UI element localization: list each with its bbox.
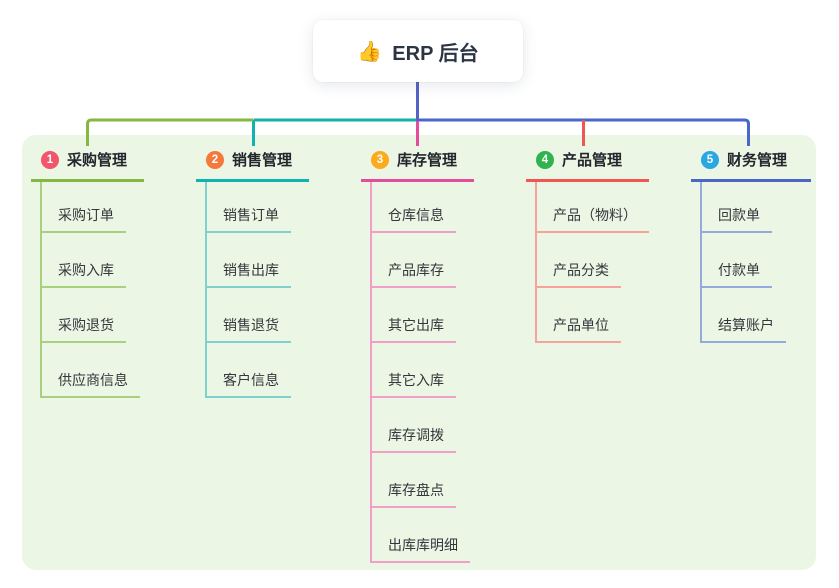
node-product-unit[interactable]: 产品单位 [537, 288, 621, 343]
branch-label: 采购管理 [67, 152, 128, 169]
node-stock-count[interactable]: 库存盘点 [372, 453, 456, 508]
branch-label: 产品管理 [562, 152, 623, 169]
branch-purchase: 1 采购管理 采购订单 采购入库 采购退货 供应商信息 [31, 147, 144, 398]
branch-children: 产品（物料） 产品分类 产品单位 [535, 182, 649, 343]
branch-number-badge: 3 [371, 150, 389, 169]
branch-number-badge: 2 [206, 150, 224, 169]
node-receipt-doc[interactable]: 回款单 [702, 182, 772, 233]
thumbs-up-icon: 👍 [357, 40, 383, 63]
node-product-category[interactable]: 产品分类 [537, 233, 621, 288]
node-product-stock[interactable]: 产品库存 [372, 233, 456, 288]
branch-children: 回款单 付款单 结算账户 [700, 182, 786, 343]
branch-label: 库存管理 [397, 152, 458, 169]
node-settlement-account[interactable]: 结算账户 [702, 288, 786, 343]
node-sales-return[interactable]: 销售退货 [207, 288, 291, 343]
node-product-material[interactable]: 产品（物料） [537, 182, 649, 233]
branch-finance: 5 财务管理 回款单 付款单 结算账户 [691, 147, 811, 343]
branch-product: 4 产品管理 产品（物料） 产品分类 产品单位 [526, 147, 649, 343]
branch-children: 仓库信息 产品库存 其它出库 其它入库 库存调拨 库存盘点 出库库明细 [370, 182, 470, 563]
branch-title-purchase[interactable]: 1 采购管理 [31, 147, 144, 182]
node-other-outbound[interactable]: 其它出库 [372, 288, 456, 343]
branch-label: 财务管理 [727, 152, 788, 169]
branch-inventory: 3 库存管理 仓库信息 产品库存 其它出库 其它入库 库存调拨 库存盘点 出库库… [361, 147, 474, 563]
branch-label: 销售管理 [232, 152, 293, 169]
branch-title-sales[interactable]: 2 销售管理 [196, 147, 309, 182]
root-node-erp[interactable]: 👍 ERP 后台 [313, 20, 523, 82]
node-outbound-detail[interactable]: 出库库明细 [372, 508, 470, 563]
node-customer-info[interactable]: 客户信息 [207, 343, 291, 398]
node-other-inbound[interactable]: 其它入库 [372, 343, 456, 398]
branch-title-product[interactable]: 4 产品管理 [526, 147, 649, 182]
branch-number-badge: 1 [41, 150, 59, 169]
branch-children: 销售订单 销售出库 销售退货 客户信息 [205, 182, 291, 398]
node-sales-order[interactable]: 销售订单 [207, 182, 291, 233]
branch-number-badge: 5 [701, 150, 719, 169]
mindmap-background-panel [22, 135, 816, 570]
node-stock-transfer[interactable]: 库存调拨 [372, 398, 456, 453]
branch-children: 采购订单 采购入库 采购退货 供应商信息 [40, 182, 140, 398]
node-purchase-order[interactable]: 采购订单 [42, 182, 126, 233]
node-warehouse-info[interactable]: 仓库信息 [372, 182, 456, 233]
node-payment-doc[interactable]: 付款单 [702, 233, 772, 288]
root-node-label: ERP 后台 [392, 42, 479, 65]
node-supplier-info[interactable]: 供应商信息 [42, 343, 140, 398]
branch-sales: 2 销售管理 销售订单 销售出库 销售退货 客户信息 [196, 147, 309, 398]
branch-number-badge: 4 [536, 150, 554, 169]
node-purchase-inbound[interactable]: 采购入库 [42, 233, 126, 288]
node-sales-outbound[interactable]: 销售出库 [207, 233, 291, 288]
branch-title-inventory[interactable]: 3 库存管理 [361, 147, 474, 182]
node-purchase-return[interactable]: 采购退货 [42, 288, 126, 343]
branch-title-finance[interactable]: 5 财务管理 [691, 147, 811, 182]
